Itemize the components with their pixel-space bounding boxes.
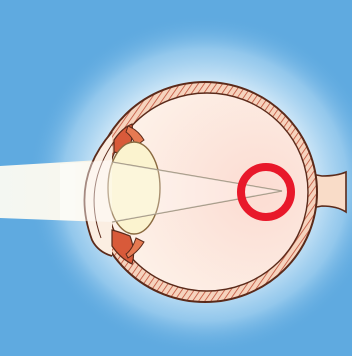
light-beam-overlay xyxy=(60,160,112,222)
